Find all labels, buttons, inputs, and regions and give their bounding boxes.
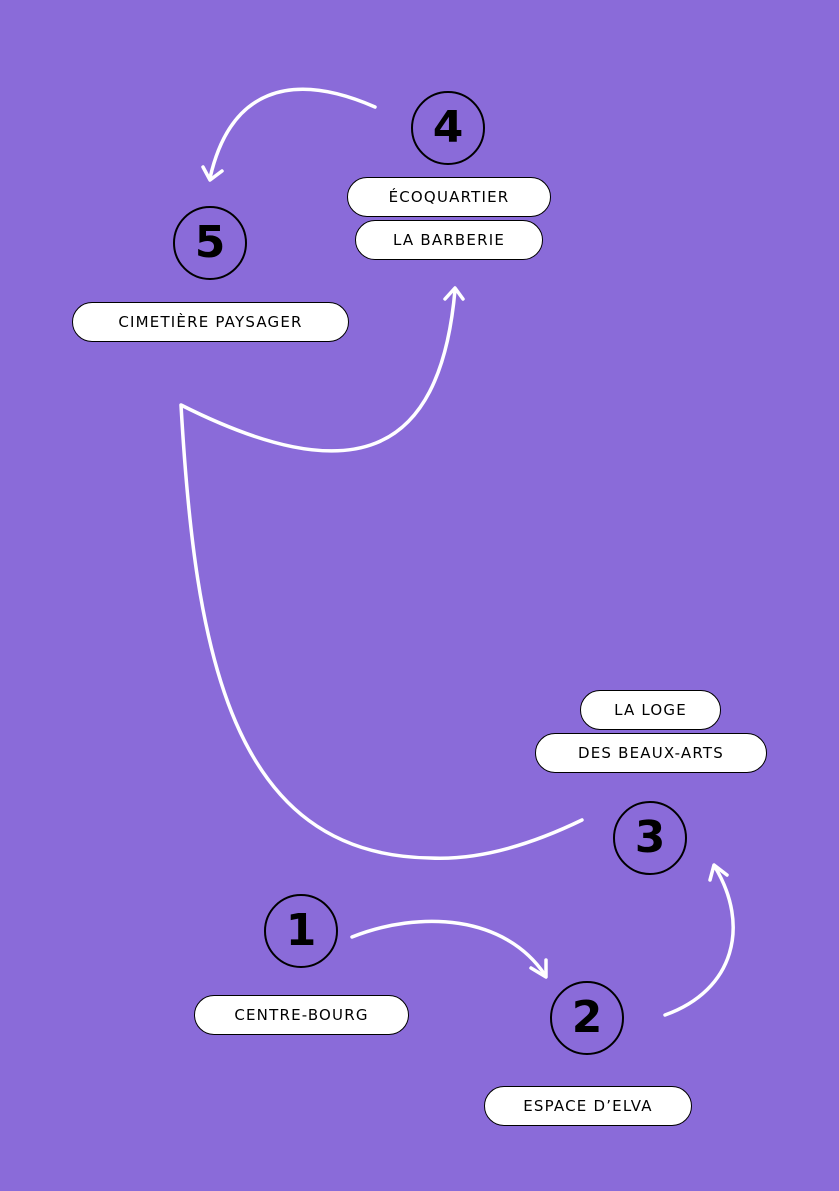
arrowhead-2-to-3	[708, 863, 729, 882]
stop-4-label-line-1: ÉCOQUARTIER	[347, 177, 551, 217]
stop-3-label-line-2: DES BEAUX-ARTS	[535, 733, 767, 773]
arrow-1-to-2	[350, 919, 547, 977]
stop-1-label: CENTRE-BOURG	[194, 995, 409, 1035]
arrowhead-1-to-2	[529, 958, 548, 979]
arrow-2-to-3	[663, 865, 735, 1017]
stop-3-number: 3	[613, 801, 687, 875]
arrowhead-3-to-4	[443, 286, 465, 301]
arrow-4-to-5	[208, 87, 377, 180]
stop-5-number: 5	[173, 206, 247, 280]
stop-4-label-line-2: LA BARBERIE	[355, 220, 543, 260]
stop-2-label: ESPACE D’ELVA	[484, 1086, 692, 1126]
stop-1-number: 1	[264, 894, 338, 968]
stop-4-number: 4	[411, 91, 485, 165]
stop-3-label-line-1: LA LOGE	[580, 690, 721, 730]
arrow-3-to-4	[179, 288, 584, 860]
stop-2-number: 2	[550, 981, 624, 1055]
arrowhead-4-to-5	[201, 165, 224, 182]
stop-5-label: CIMETIÈRE PAYSAGER	[72, 302, 349, 342]
